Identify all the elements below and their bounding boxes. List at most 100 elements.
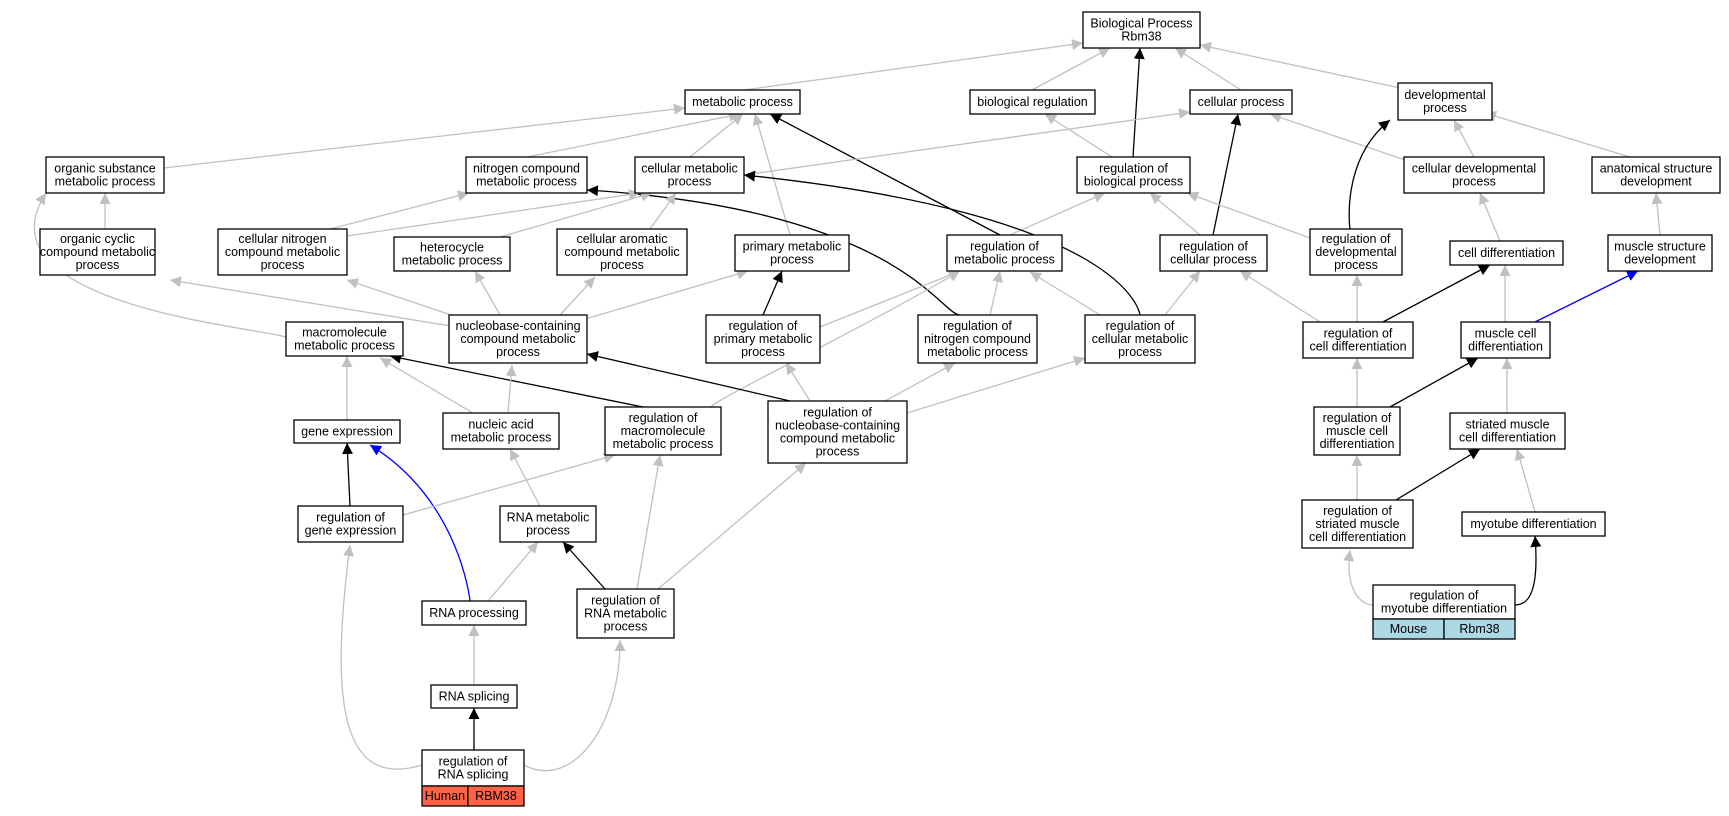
edge-developmental-to-bp [1199, 41, 1401, 89]
node-label-line: RNA metabolic [507, 511, 590, 525]
node-label-line: cell differentiation [1309, 530, 1406, 544]
node-myotube[interactable]: myotube differentiation [1461, 511, 1606, 537]
node-label-line: myotube differentiation [1381, 602, 1507, 616]
annotation-cell-gene [467, 785, 525, 807]
node-label-line: cellular developmental [1412, 162, 1536, 176]
edge-metabolic-to-bp [743, 39, 1084, 91]
node-box [1309, 228, 1403, 276]
node-box [1449, 412, 1566, 450]
node-label-line: macromolecule [621, 424, 706, 438]
node-celldiff[interactable]: cell differentiation [1449, 240, 1564, 266]
node-label-line: biological process [1084, 175, 1183, 189]
node-label-line: regulation of [591, 594, 660, 608]
node-bioreg[interactable]: biological regulation [969, 89, 1096, 115]
edge-regnitro-to-regmet [989, 270, 1003, 316]
edge-heterocycle-to-cellmet [499, 190, 653, 238]
node-box [217, 228, 348, 276]
edge-regcellmet-to-regmet [1029, 271, 1101, 316]
node-box [45, 156, 165, 194]
node-label-line: biological regulation [977, 95, 1088, 109]
node-rnasplicing[interactable]: RNA splicing [430, 684, 518, 709]
edge-orgsub-to-metabolic [163, 103, 686, 169]
edge-regbio-to-bp [1132, 47, 1145, 158]
node-label-line: metabolic process [451, 431, 552, 445]
edge-nucleic-to-nucleobase [505, 364, 517, 414]
node-label-line: cell differentiation [1459, 431, 1556, 445]
node-box [293, 419, 401, 444]
node-regnucleo[interactable]: regulation ofnucleobase-containingcompou… [767, 400, 908, 464]
node-label-line: nucleobase-containing [775, 419, 900, 433]
node-label-line: regulation of [439, 755, 508, 769]
node-rnaproc[interactable]: RNA processing [421, 600, 527, 626]
edge-celldev-to-developmental [1453, 119, 1475, 158]
node-label-line: regulation of [629, 411, 698, 425]
node-box [297, 505, 404, 543]
edge-nucleic-to-macromol [379, 357, 474, 414]
node-label-line: differentiation [1320, 437, 1395, 451]
node-label-line: Rbm38 [1121, 30, 1161, 44]
node-label-line: metabolic process [954, 253, 1055, 267]
annotation-species-label: Human [425, 789, 465, 803]
node-label-line: RNA splicing [438, 768, 509, 782]
edge-regprimary-to-regmet [819, 269, 961, 328]
node-label-line: regulation of [316, 511, 385, 525]
node-box [1460, 321, 1551, 359]
node-label-line: development [1624, 253, 1696, 267]
node-label-line: metabolic process [402, 254, 503, 268]
edge-primary-to-metabolic [752, 113, 791, 236]
node-label-line: muscle cell [1475, 327, 1537, 341]
node-label-line: nucleic acid [468, 418, 533, 432]
node-metabolic[interactable]: metabolic process [684, 89, 801, 115]
node-label-line: Biological Process [1090, 17, 1192, 31]
node-cellular[interactable]: cellular process [1189, 89, 1293, 115]
node-label-line: process [1334, 258, 1378, 272]
edge-regcellproc-to-cellular [1212, 113, 1242, 236]
node-label-line: regulation of [1179, 240, 1248, 254]
node-geneexpr[interactable]: gene expression [293, 419, 401, 444]
edge-regcelldiff-to-regcellproc [1239, 270, 1321, 323]
edge-cellmet-to-cellular [743, 108, 1191, 176]
node-label-line: process [1118, 345, 1162, 359]
edge-myotube-to-striated [1514, 448, 1536, 513]
node-label-line: primary metabolic [743, 240, 842, 254]
annotation-gene-label: Rbm38 [1459, 622, 1499, 636]
annotation-gene-label: RBM38 [475, 789, 517, 803]
edge-regmyotube-to-myotube [1513, 535, 1542, 606]
node-box [1301, 499, 1414, 549]
edge-rnaproc-to-geneexpr [369, 444, 471, 602]
